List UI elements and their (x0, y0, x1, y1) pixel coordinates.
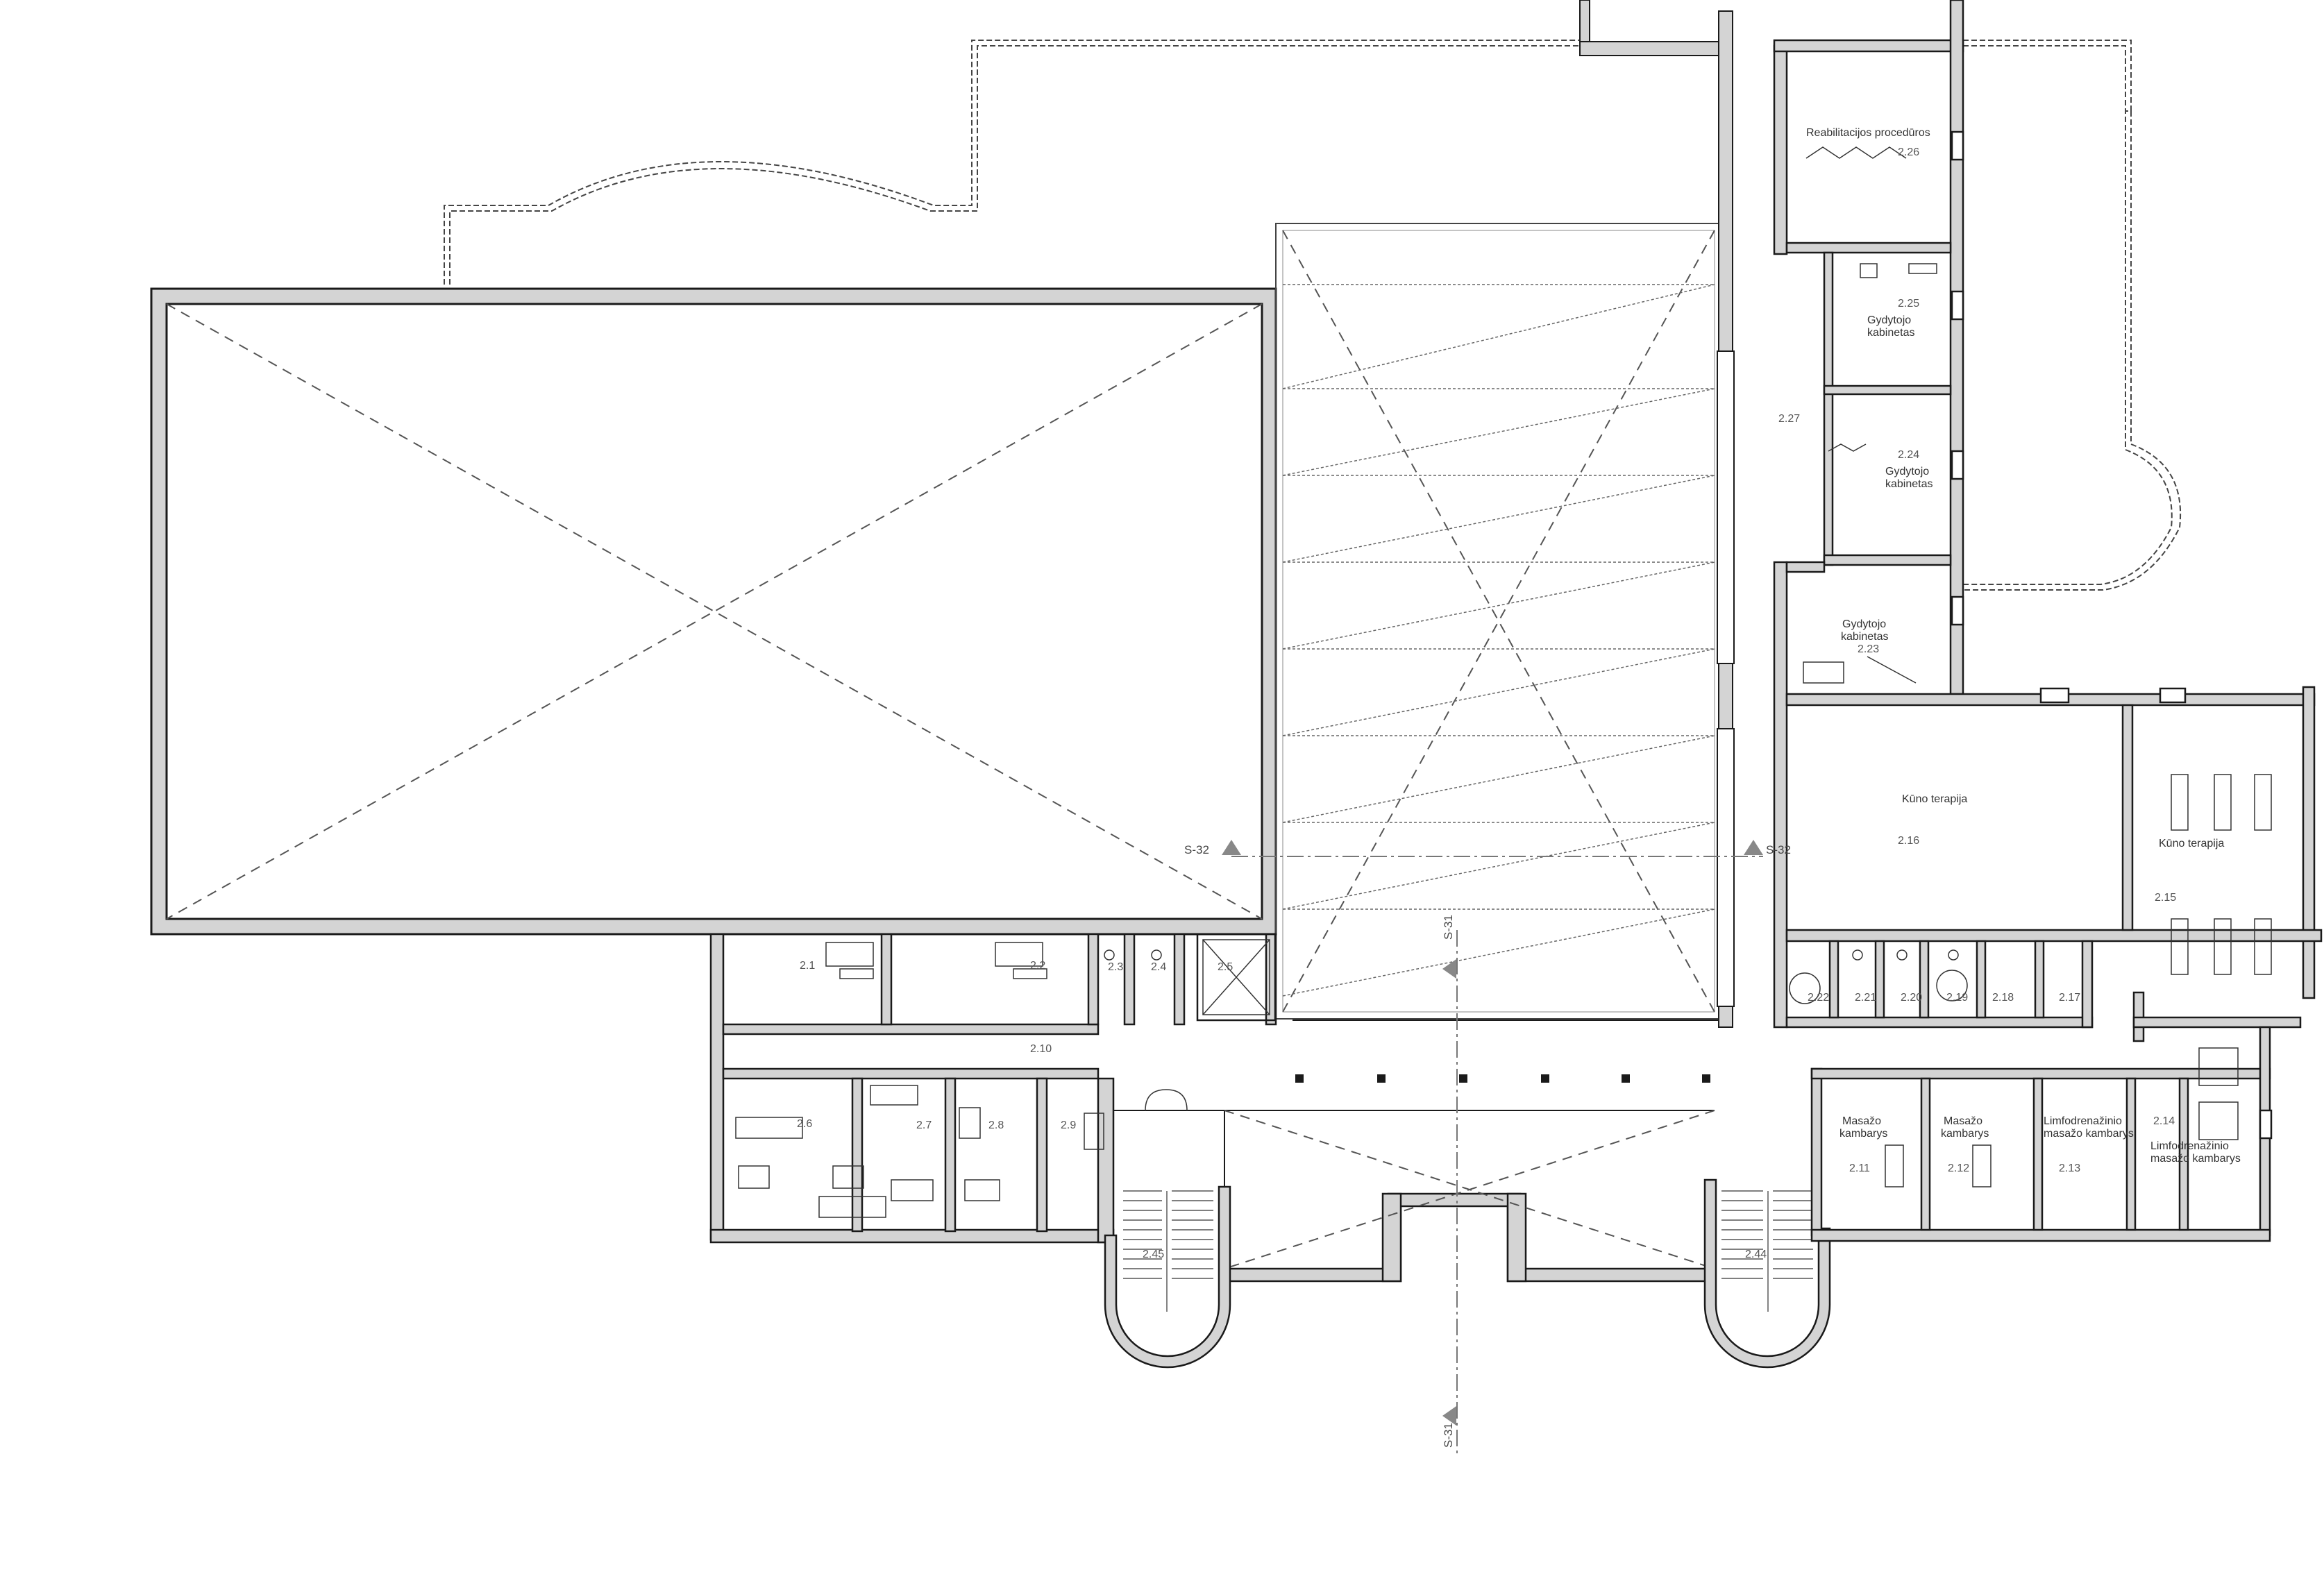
room-number-2-19: 2.19 (1946, 992, 1968, 1004)
room-number-2-10: 2.10 (1030, 1043, 1052, 1055)
room-number-2-11: 2.11 (1849, 1162, 1870, 1174)
room-name-2-14-l1: Limfodrenažinio (2150, 1140, 2229, 1152)
room-number-2-44: 2.44 (1745, 1249, 1767, 1260)
room-number-2-7: 2.7 (916, 1119, 932, 1131)
room-name-2-16: Kūno terapija (1902, 793, 1967, 805)
section-marker-s32-left (1222, 840, 1241, 855)
room-number-2-12: 2.12 (1948, 1162, 1969, 1174)
room-number-2-45: 2.45 (1143, 1249, 1164, 1260)
section-marker-s32-right (1744, 840, 1763, 855)
section-label-s32-right: S-32 (1766, 843, 1791, 856)
room-number-2-15: 2.15 (2155, 892, 2176, 904)
room-name-2-13-l1: Limfodrenažinio (2044, 1115, 2122, 1127)
room-name-2-12-l1: Masažo (1944, 1115, 1982, 1127)
section-marker-s31-bottom (1442, 1406, 1456, 1426)
stair-right (1703, 1178, 1831, 1369)
section-label-s32-left: S-32 (1184, 843, 1209, 856)
atrium (1275, 0, 1735, 1028)
sanitary-fixtures (1104, 949, 1968, 1004)
room-name-2-13-l2: masažo kambarys (2044, 1128, 2134, 1140)
room-name-2-26: Reabilitacijos procedūros (1806, 127, 1930, 139)
room-name-2-23-l1: Gydytojo (1842, 618, 1886, 630)
big-hall (150, 287, 1277, 936)
room-name-2-15: Kūno terapija (2159, 838, 2224, 849)
left-wing-walls (709, 933, 1277, 1244)
room-number-2-13: 2.13 (2059, 1162, 2080, 1174)
room-number-2-24: 2.24 (1898, 449, 1919, 461)
central-entrance (1113, 1074, 1716, 1283)
room-number-2-25: 2.25 (1898, 298, 1919, 310)
section-label-s31-mid: S-31 (1442, 915, 1455, 940)
room-number-2-21: 2.21 (1855, 992, 1876, 1004)
room-number-2-18: 2.18 (1992, 992, 2014, 1004)
terrace-outline (444, 40, 2182, 591)
room-name-2-14-l2: masažo kambarys (2150, 1153, 2241, 1165)
room-number-2-22: 2.22 (1808, 992, 1829, 1004)
stair-left (1104, 1185, 1231, 1369)
room-name-2-24-l2: kabinetas (1885, 478, 1933, 490)
room-name-2-25-l2: kabinetas (1867, 327, 1915, 339)
room-name-2-25-l1: Gydytojo (1867, 314, 1911, 326)
room-number-2-4: 2.4 (1151, 961, 1166, 973)
room-number-2-8: 2.8 (988, 1119, 1004, 1131)
room-number-2-14: 2.14 (2153, 1115, 2175, 1127)
elevator-shaft (1202, 939, 1270, 1015)
room-number-2-17: 2.17 (2059, 992, 2080, 1004)
room-number-2-23: 2.23 (1858, 643, 1879, 655)
room-labels: 2.1 2.2 2.3 2.4 2.5 2.6 2.7 2.8 2.9 2.10… (797, 127, 2241, 1260)
room-number-2-6: 2.6 (797, 1118, 812, 1130)
furniture (735, 146, 2272, 1218)
room-number-2-27: 2.27 (1778, 413, 1800, 425)
section-label-s31-bottom: S-31 (1442, 1423, 1455, 1448)
room-name-2-11-l2: kambarys (1839, 1128, 1887, 1140)
room-number-2-20: 2.20 (1901, 992, 1922, 1004)
room-number-2-3: 2.3 (1108, 961, 1123, 973)
room-number-2-26: 2.26 (1898, 146, 1919, 158)
room-number-2-1: 2.1 (800, 960, 815, 972)
room-number-2-2: 2.2 (1030, 960, 1045, 972)
room-name-2-12-l2: kambarys (1941, 1128, 1989, 1140)
room-name-2-23-l2: kabinetas (1841, 631, 1889, 643)
room-name-2-11-l1: Masažo (1842, 1115, 1881, 1127)
room-name-2-24-l1: Gydytojo (1885, 466, 1929, 477)
room-number-2-9: 2.9 (1061, 1119, 1076, 1131)
room-number-2-16: 2.16 (1898, 835, 1919, 847)
section-marker-s31-mid (1442, 959, 1456, 979)
right-wing-walls (1773, 0, 2323, 1242)
room-number-2-5: 2.5 (1218, 961, 1233, 973)
